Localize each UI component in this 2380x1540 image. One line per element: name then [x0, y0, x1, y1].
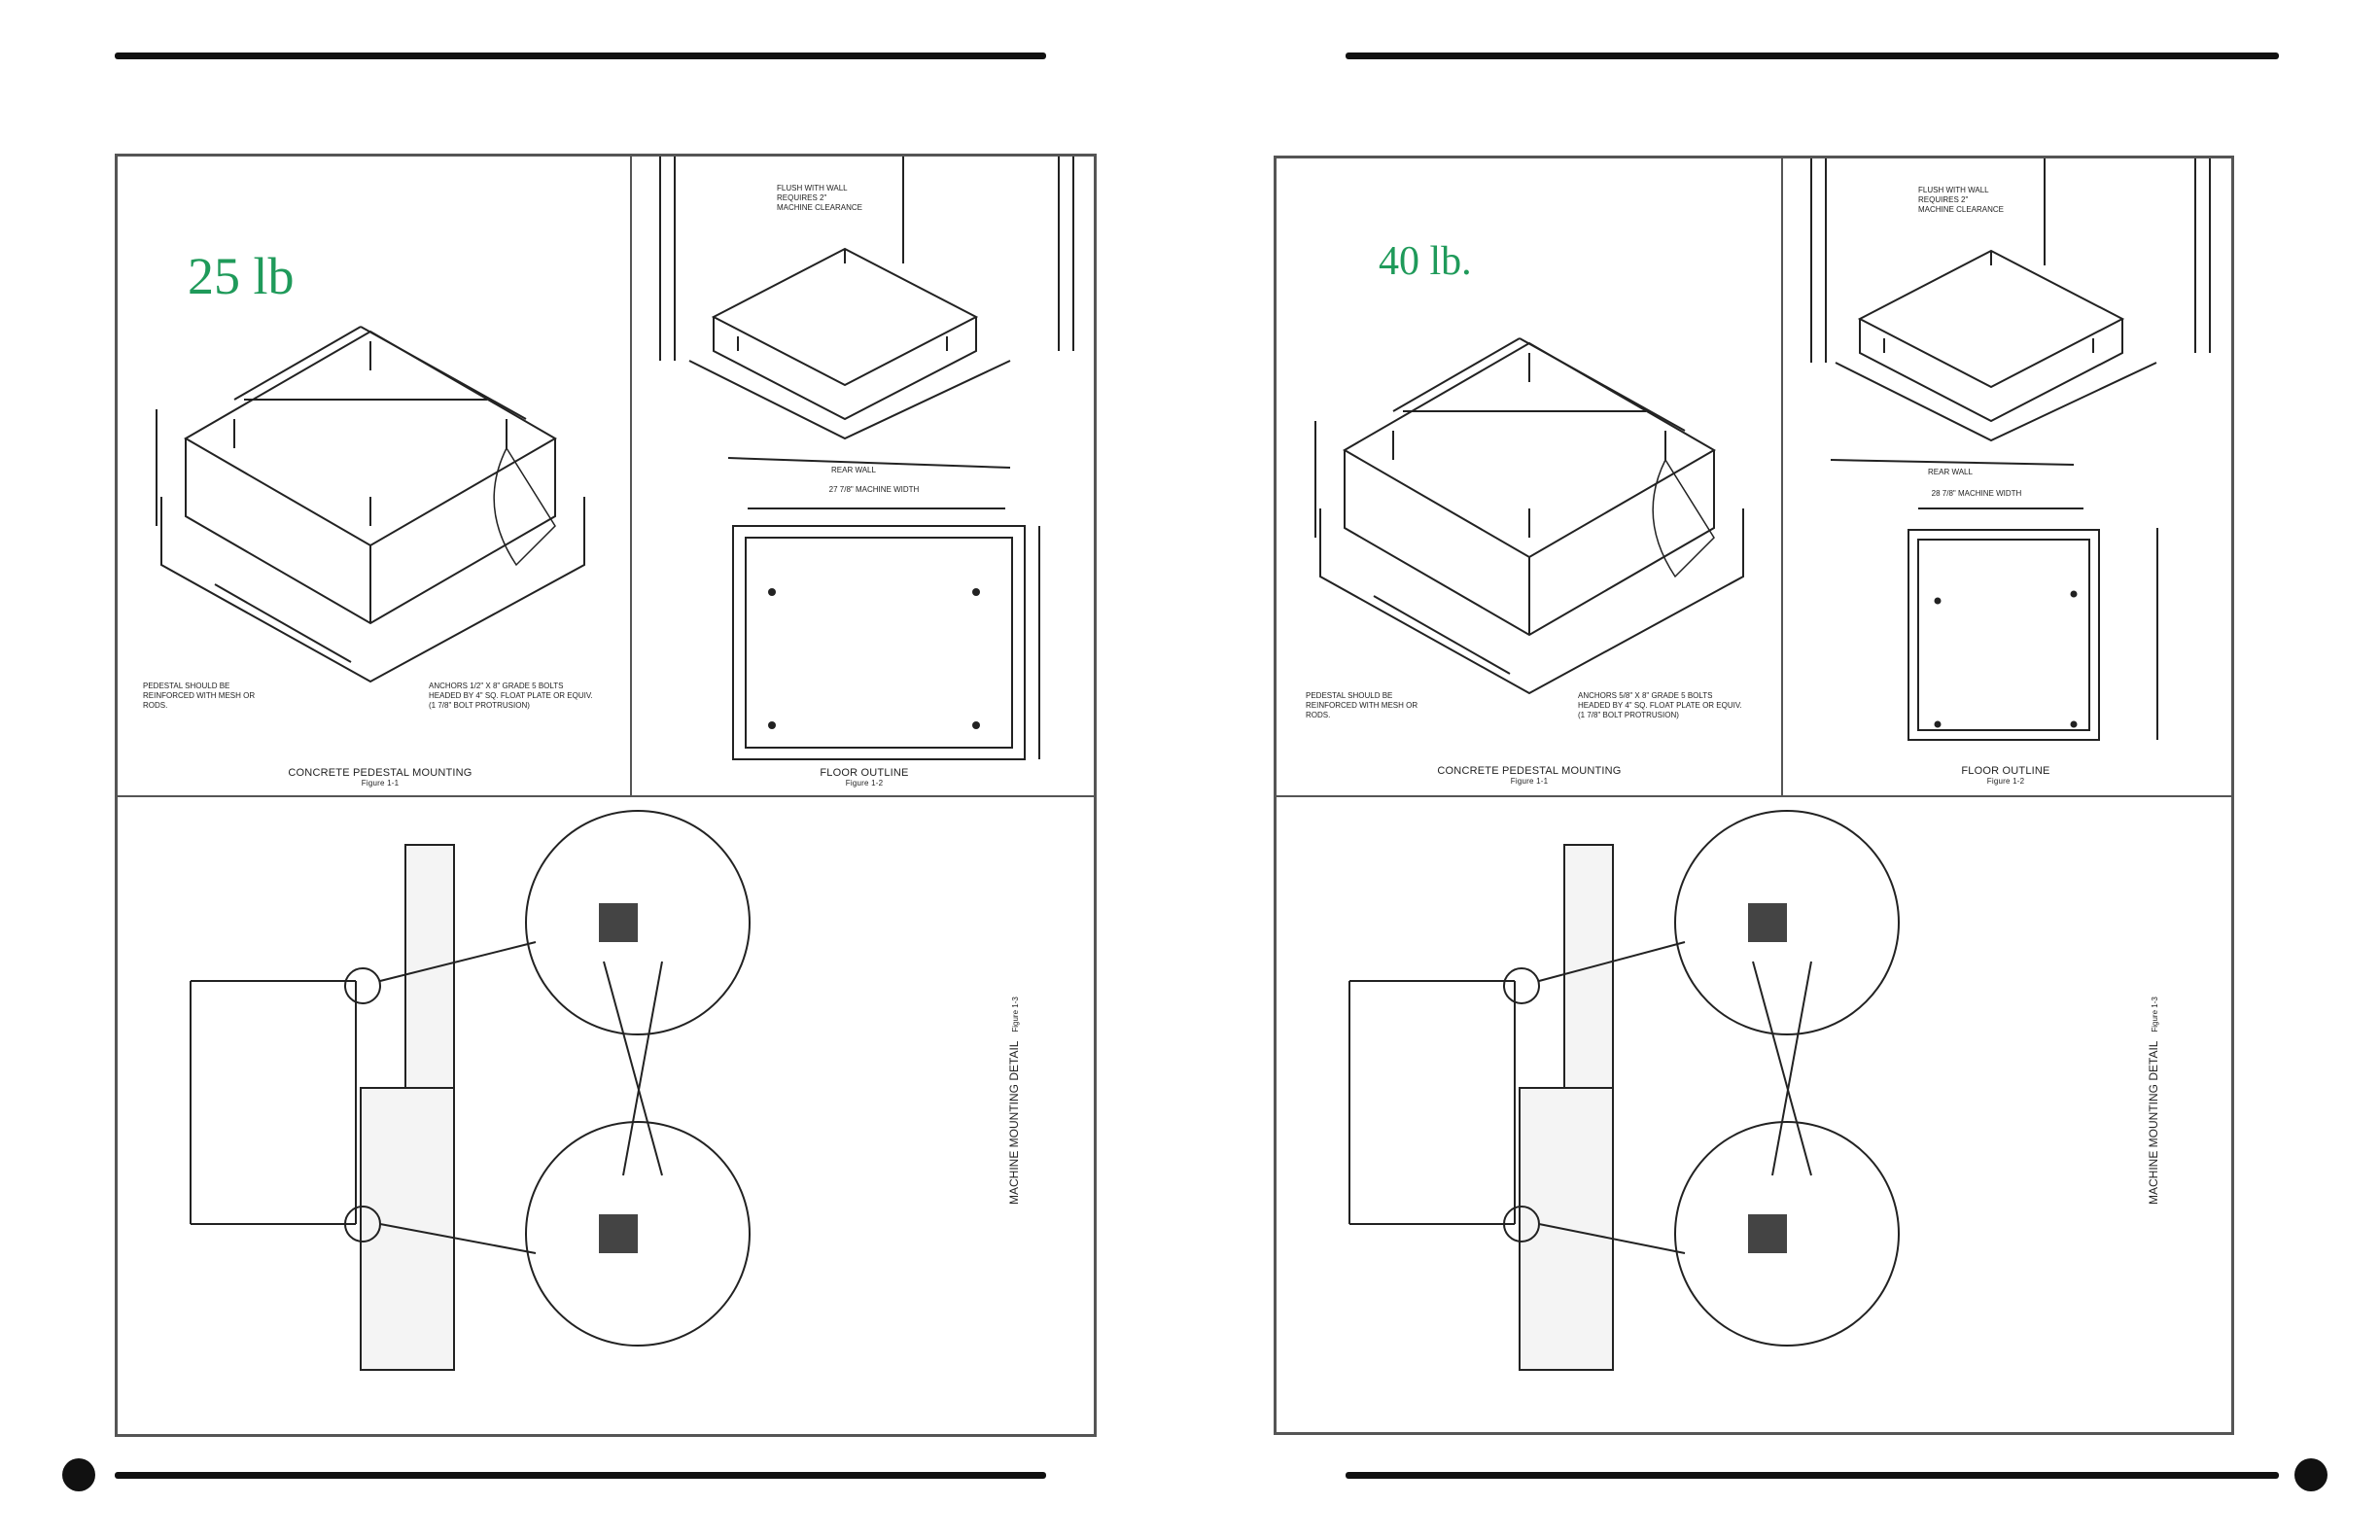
floor-caption-text: FLOOR OUTLINE — [820, 767, 909, 779]
pedestal-panel: 40 lb. PEDESTAL SHOULD BE REINFO — [1276, 158, 1783, 797]
floor-caption: FLOOR OUTLINE Figure 1-2 — [738, 767, 991, 788]
floor-caption-text: FLOOR OUTLINE — [1961, 765, 2050, 777]
mounting-caption-text: MACHINE MOUNTING DETAIL — [1007, 1040, 1021, 1205]
floor-outline-drawing — [1908, 508, 2158, 741]
pedestal-wall-drawing — [659, 157, 1074, 469]
pedestal-caption: CONCRETE PEDESTAL MOUNTING Figure 1-1 — [254, 767, 507, 788]
pedestal-panel: 25 lb PEDESTAL SHOULD BE REINFOR — [117, 156, 632, 797]
pedestal-caption: CONCRETE PEDESTAL MOUNTING Figure 1-1 — [1403, 765, 1656, 786]
floor-wall-label: REAR WALL — [1928, 468, 1973, 476]
mounting-figure-number: Figure 1-3 — [1011, 997, 1020, 1032]
floor-figure-number: Figure 1-2 — [845, 779, 884, 788]
mounting-detail-drawing — [1348, 810, 1900, 1371]
floor-outline-drawing — [732, 508, 1040, 760]
pedestal-caption-text: CONCRETE PEDESTAL MOUNTING — [288, 767, 472, 779]
floor-outline-panel: FLUSH WITH WALL REQUIRES 2" MACHINE CLEA… — [630, 156, 1095, 797]
bullet-dot-right — [2294, 1458, 2328, 1491]
pedestal-drawing — [1314, 337, 1744, 695]
pedestal-note-right: ANCHORS 1/2" X 8" GRADE 5 BOLTS HEADED B… — [429, 682, 593, 710]
mounting-figure-number: Figure 1-3 — [2151, 997, 2159, 1032]
pedestal-wall-drawing — [1810, 158, 2211, 466]
mounting-detail-panel: MACHINE MOUNTING DETAIL Figure 1-3 — [1276, 795, 2232, 1433]
pedestal-figure-number: Figure 1-1 — [361, 779, 400, 788]
drawing-sheet-left: 25 lb PEDESTAL SHOULD BE REINFOR — [115, 154, 1097, 1437]
drawing-sheet-right: 40 lb. PEDESTAL SHOULD BE REINFO — [1274, 156, 2234, 1435]
mounting-caption: MACHINE MOUNTING DETAIL Figure 1-3 — [1007, 997, 1021, 1205]
mounting-detail-drawing — [190, 810, 751, 1371]
pedestal-top-label: FLUSH WITH WALL REQUIRES 2" MACHINE CLEA… — [777, 184, 863, 212]
pedestal-note-left: PEDESTAL SHOULD BE REINFORCED WITH MESH … — [1306, 691, 1418, 719]
bullet-dot-left — [62, 1458, 95, 1491]
pedestal-figure-number: Figure 1-1 — [1510, 777, 1549, 786]
bottom-rule-left — [115, 1472, 1046, 1479]
floor-caption: FLOOR OUTLINE Figure 1-2 — [1879, 765, 2132, 786]
mounting-detail-panel: MACHINE MOUNTING DETAIL Figure 1-3 — [117, 795, 1095, 1435]
pedestal-note-left: PEDESTAL SHOULD BE REINFORCED WITH MESH … — [143, 682, 256, 710]
top-rule-left — [115, 52, 1046, 59]
pedestal-caption-text: CONCRETE PEDESTAL MOUNTING — [1437, 765, 1622, 777]
top-rule-right — [1346, 52, 2279, 59]
pedestal-drawing — [156, 326, 585, 683]
pedestal-note-right: ANCHORS 5/8" X 8" GRADE 5 BOLTS HEADED B… — [1578, 691, 1742, 719]
floor-width-label: 28 7/8" MACHINE WIDTH — [1931, 489, 2022, 498]
weight-label: 25 lb — [188, 247, 295, 305]
floor-width-label: 27 7/8" MACHINE WIDTH — [828, 485, 920, 494]
weight-label: 40 lb. — [1379, 239, 1472, 284]
mounting-caption: MACHINE MOUNTING DETAIL Figure 1-3 — [2147, 997, 2160, 1205]
bottom-rule-right — [1346, 1472, 2279, 1479]
floor-outline-panel: FLUSH WITH WALL REQUIRES 2" MACHINE CLEA… — [1781, 158, 2232, 797]
floor-figure-number: Figure 1-2 — [1986, 777, 2025, 786]
pedestal-top-label: FLUSH WITH WALL REQUIRES 2" MACHINE CLEA… — [1918, 186, 2005, 214]
mounting-caption-text: MACHINE MOUNTING DETAIL — [2147, 1040, 2160, 1205]
floor-wall-label: REAR WALL — [831, 466, 876, 474]
